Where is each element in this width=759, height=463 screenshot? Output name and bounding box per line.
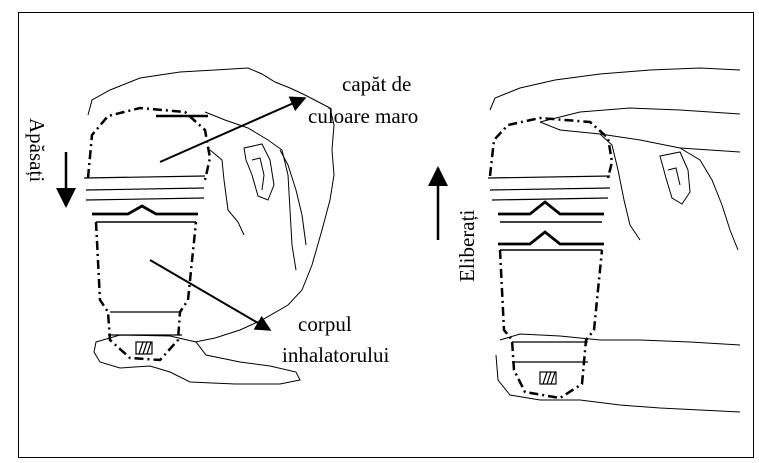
right-collar xyxy=(498,202,604,250)
left-hand-outline xyxy=(88,68,334,384)
brown-end-label-line2: culoare maro xyxy=(308,104,418,128)
body-label-line1: corpul xyxy=(298,312,352,336)
left-inhaler-body xyxy=(96,222,196,360)
brown-end-callout-arrow xyxy=(160,98,305,162)
release-label: Eliberați xyxy=(455,210,479,282)
left-cap-bands xyxy=(84,116,208,200)
left-collar xyxy=(92,206,198,222)
body-label-line2: inhalatorului xyxy=(282,343,389,367)
left-thumb-nail xyxy=(244,144,274,200)
right-thumb-nail xyxy=(660,152,690,204)
right-inhaler-cap xyxy=(490,118,612,178)
press-label: Apăsați xyxy=(25,118,49,182)
right-inhaler-body xyxy=(500,250,602,398)
right-cap-bands xyxy=(488,176,610,200)
body-callout-arrow xyxy=(150,260,270,330)
brown-end-label-line1: capăt de xyxy=(342,72,411,96)
left-inhaler-cap xyxy=(88,108,210,180)
right-body-bottom xyxy=(512,342,588,384)
